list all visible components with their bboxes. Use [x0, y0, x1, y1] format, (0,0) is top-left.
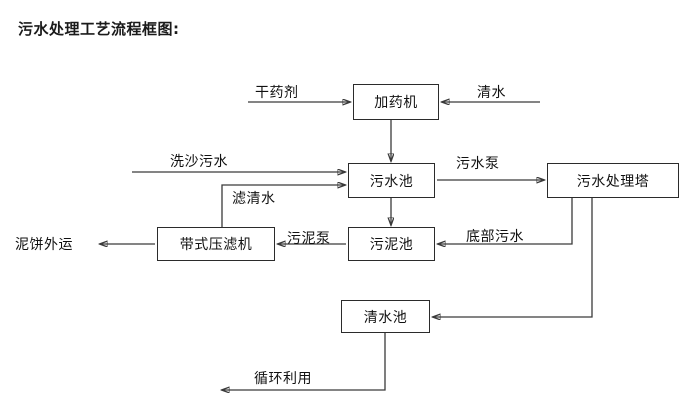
terminal-label-mud-cake-out: 泥饼外运 — [15, 237, 73, 253]
page-title: 污水处理工艺流程框图: — [18, 20, 180, 38]
edge-label-dry-agent: 干药剂 — [255, 85, 299, 101]
edge-label-sand-wash-wastewater: 洗沙污水 — [170, 154, 228, 170]
edge-label-clean-water: 清水 — [477, 85, 506, 101]
edge-tower-to-clear-water — [433, 198, 593, 317]
node-belt-filter-press[interactable]: 带式压滤机 — [157, 227, 275, 261]
node-sludge-pool[interactable]: 污泥池 — [348, 227, 435, 261]
edge-label-recycle: 循环利用 — [254, 371, 312, 387]
node-treatment-tower[interactable]: 污水处理塔 — [547, 163, 679, 198]
edge-label-bottom-sewage: 底部污水 — [466, 229, 524, 245]
edge-label-sludge-pump: 污泥泵 — [287, 231, 331, 247]
edge-label-filtrate: 滤清水 — [232, 191, 276, 207]
edge-label-sewage-pump: 污水泵 — [456, 156, 500, 172]
node-wastewater-pool[interactable]: 污水池 — [348, 163, 435, 198]
node-dosing-machine[interactable]: 加药机 — [353, 84, 439, 120]
edge-filtrate-return — [221, 185, 345, 227]
edge-recycle-out — [222, 333, 386, 390]
node-clear-water-pool[interactable]: 清水池 — [341, 300, 430, 333]
edge-bottom-sewage — [438, 198, 573, 244]
